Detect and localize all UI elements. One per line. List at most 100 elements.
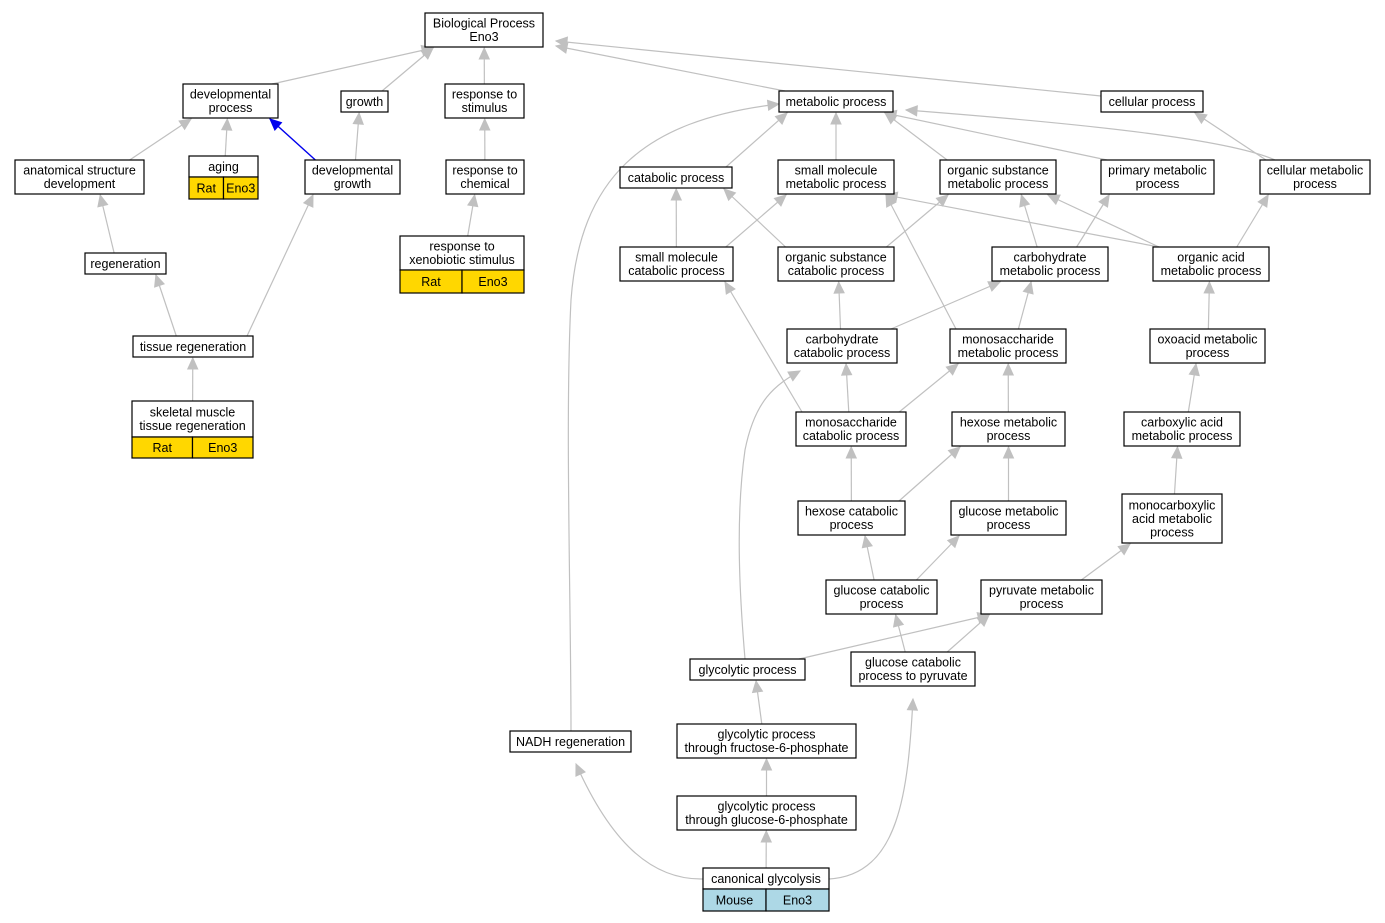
arrowhead [302,193,314,208]
node-label: organic acid [1177,251,1244,265]
arrowhead [1022,280,1034,295]
edge-carboxylic-acid-metabolic-process-to-oxoacid-metabolic-process [1187,362,1200,413]
node-label: glucose metabolic [958,505,1058,519]
node-label: process [1186,346,1230,360]
node-cellular-process[interactable]: cellular process [1100,90,1204,113]
edge-oxoacid-metabolic-process-to-organic-acid-metabolic-process [1203,280,1215,330]
edge-line [271,47,434,85]
edge-line [575,763,704,880]
node-label: process [1150,525,1194,539]
node-box [84,252,167,275]
node-box [619,166,733,189]
edge-nadh-regeneration-to-metabolic-process [567,99,781,732]
node-label: small molecule [795,164,878,178]
node-nadh-regeneration[interactable]: NADH regeneration [509,730,632,753]
node-glycolytic-process[interactable]: glycolytic process [689,658,806,681]
node-box [445,159,525,195]
node-box [340,90,389,113]
node-label: process [987,429,1031,443]
node-label: primary metabolic [1108,164,1207,178]
arrowhead [840,362,853,376]
arrowhead [478,46,491,60]
node-catabolic-process[interactable]: catabolic process [619,166,733,189]
edge-small-molecule-catabolic-process-to-catabolic-process [670,187,683,248]
edge-carbohydrate-catabolic-process-to-organic-substance-catabolic-process [833,280,845,330]
node-label: hexose catabolic [805,505,898,519]
node-label: hexose metabolic [960,416,1057,430]
arrowhead [478,117,491,131]
node-growth[interactable]: growth [340,90,389,113]
node-label: cellular process [1109,95,1196,109]
node-metabolic-process[interactable]: metabolic process [778,90,894,113]
arrowhead [670,187,683,201]
node-box [991,246,1109,282]
node-box [444,83,525,119]
edge-line [129,118,192,161]
node-label: process [1136,177,1180,191]
arrowhead [947,446,961,459]
edge-response-to-xenobiotic-stimulus-to-response-to-chemical [467,193,479,237]
node-tissue-regeneration[interactable]: tissue regeneration [132,335,254,358]
annotation-species: Rat [421,275,441,289]
node-label: metabolic process [1161,264,1262,278]
edge-line [798,614,990,660]
edge-line [555,40,1102,97]
node-label: carboxylic acid [1141,416,1223,430]
node-regeneration[interactable]: regeneration [84,252,167,275]
node-box [1259,159,1371,195]
arrowhead [1188,362,1200,377]
edge-carbohydrate-catabolic-process-to-carbohydrate-metabolic-process [890,281,1002,330]
edge-pyruvate-metabolic-process-to-monocarboxylic-acid-metabolic-process [1080,543,1131,581]
edge-hexose-metabolic-process-to-monosaccharide-metabolic-process [1002,362,1015,413]
node-box [795,411,907,447]
node-label: metabolic process [786,95,887,109]
node-label: process [830,518,874,532]
node-label: metabolic process [1132,429,1233,443]
node-label: metabolic process [958,346,1059,360]
node-box [182,83,279,119]
arrowhead [760,829,773,843]
edge-organic-substance-catabolic-process-to-organic-substance-metabolic-process [886,194,949,248]
node-box [304,159,401,195]
node-label: anatomical structure [23,164,136,178]
edge-glucose-catabolic-process-to-glucose-metabolic-process [915,535,960,581]
node-box [939,159,1057,195]
arrowhead [945,363,959,376]
arrowhead [1019,193,1031,208]
node-box [14,159,145,195]
